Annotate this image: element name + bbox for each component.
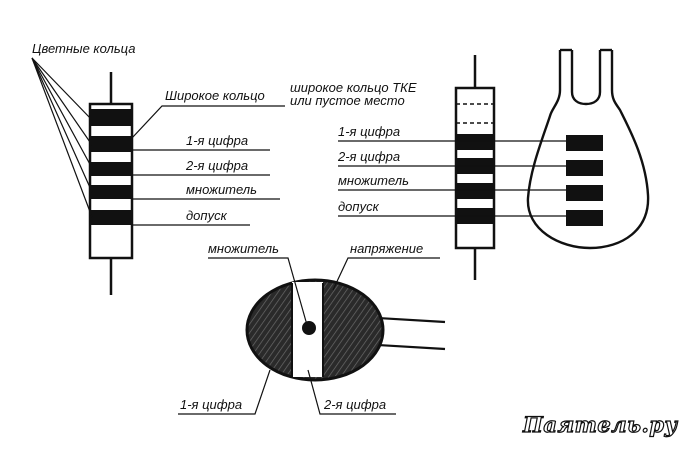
drop-capacitor-bands bbox=[566, 135, 603, 226]
disc-leaders bbox=[178, 257, 440, 415]
label-left-digit2: 2-я цифра bbox=[186, 158, 249, 173]
label-disc-voltage: напряжение bbox=[350, 241, 424, 256]
label-tke-line1: широкое кольцо ТКЕ bbox=[290, 80, 417, 95]
label-left-multiplier: множитель bbox=[186, 182, 257, 197]
left-resistor bbox=[88, 72, 134, 295]
drop-capacitor bbox=[526, 48, 650, 250]
label-right-digit1: 1-я цифра bbox=[338, 124, 401, 139]
label-tke-line2: или пустое место bbox=[290, 93, 405, 108]
label-left-digit1: 1-я цифра bbox=[186, 133, 249, 148]
digit1-band bbox=[90, 136, 132, 152]
right-resistor bbox=[454, 55, 496, 280]
label-disc-digit1: 1-я цифра bbox=[180, 397, 243, 412]
right-leaders bbox=[338, 140, 603, 217]
label-wide-ring: Широкое кольцо bbox=[165, 88, 265, 103]
label-color-rings: Цветные кольца bbox=[32, 41, 136, 56]
color-rings-pointers bbox=[31, 57, 93, 218]
label-disc-digit2: 2-я цифра bbox=[324, 397, 387, 412]
multiplier-band bbox=[90, 185, 132, 199]
label-disc-multiplier: множитель bbox=[208, 241, 279, 256]
watermark: Паяmeль.ру bbox=[522, 411, 678, 437]
label-right-multiplier: множитель bbox=[338, 173, 409, 188]
label-right-tolerance: допуск bbox=[338, 199, 379, 214]
label-right-digit2: 2-я цифра bbox=[338, 149, 401, 164]
label-left-tolerance: допуск bbox=[186, 208, 227, 223]
disc-capacitor bbox=[245, 278, 446, 382]
left-leaders bbox=[131, 105, 285, 226]
wide-ring-band bbox=[90, 109, 132, 126]
digit2-band bbox=[90, 162, 132, 176]
tolerance-band bbox=[90, 210, 132, 225]
